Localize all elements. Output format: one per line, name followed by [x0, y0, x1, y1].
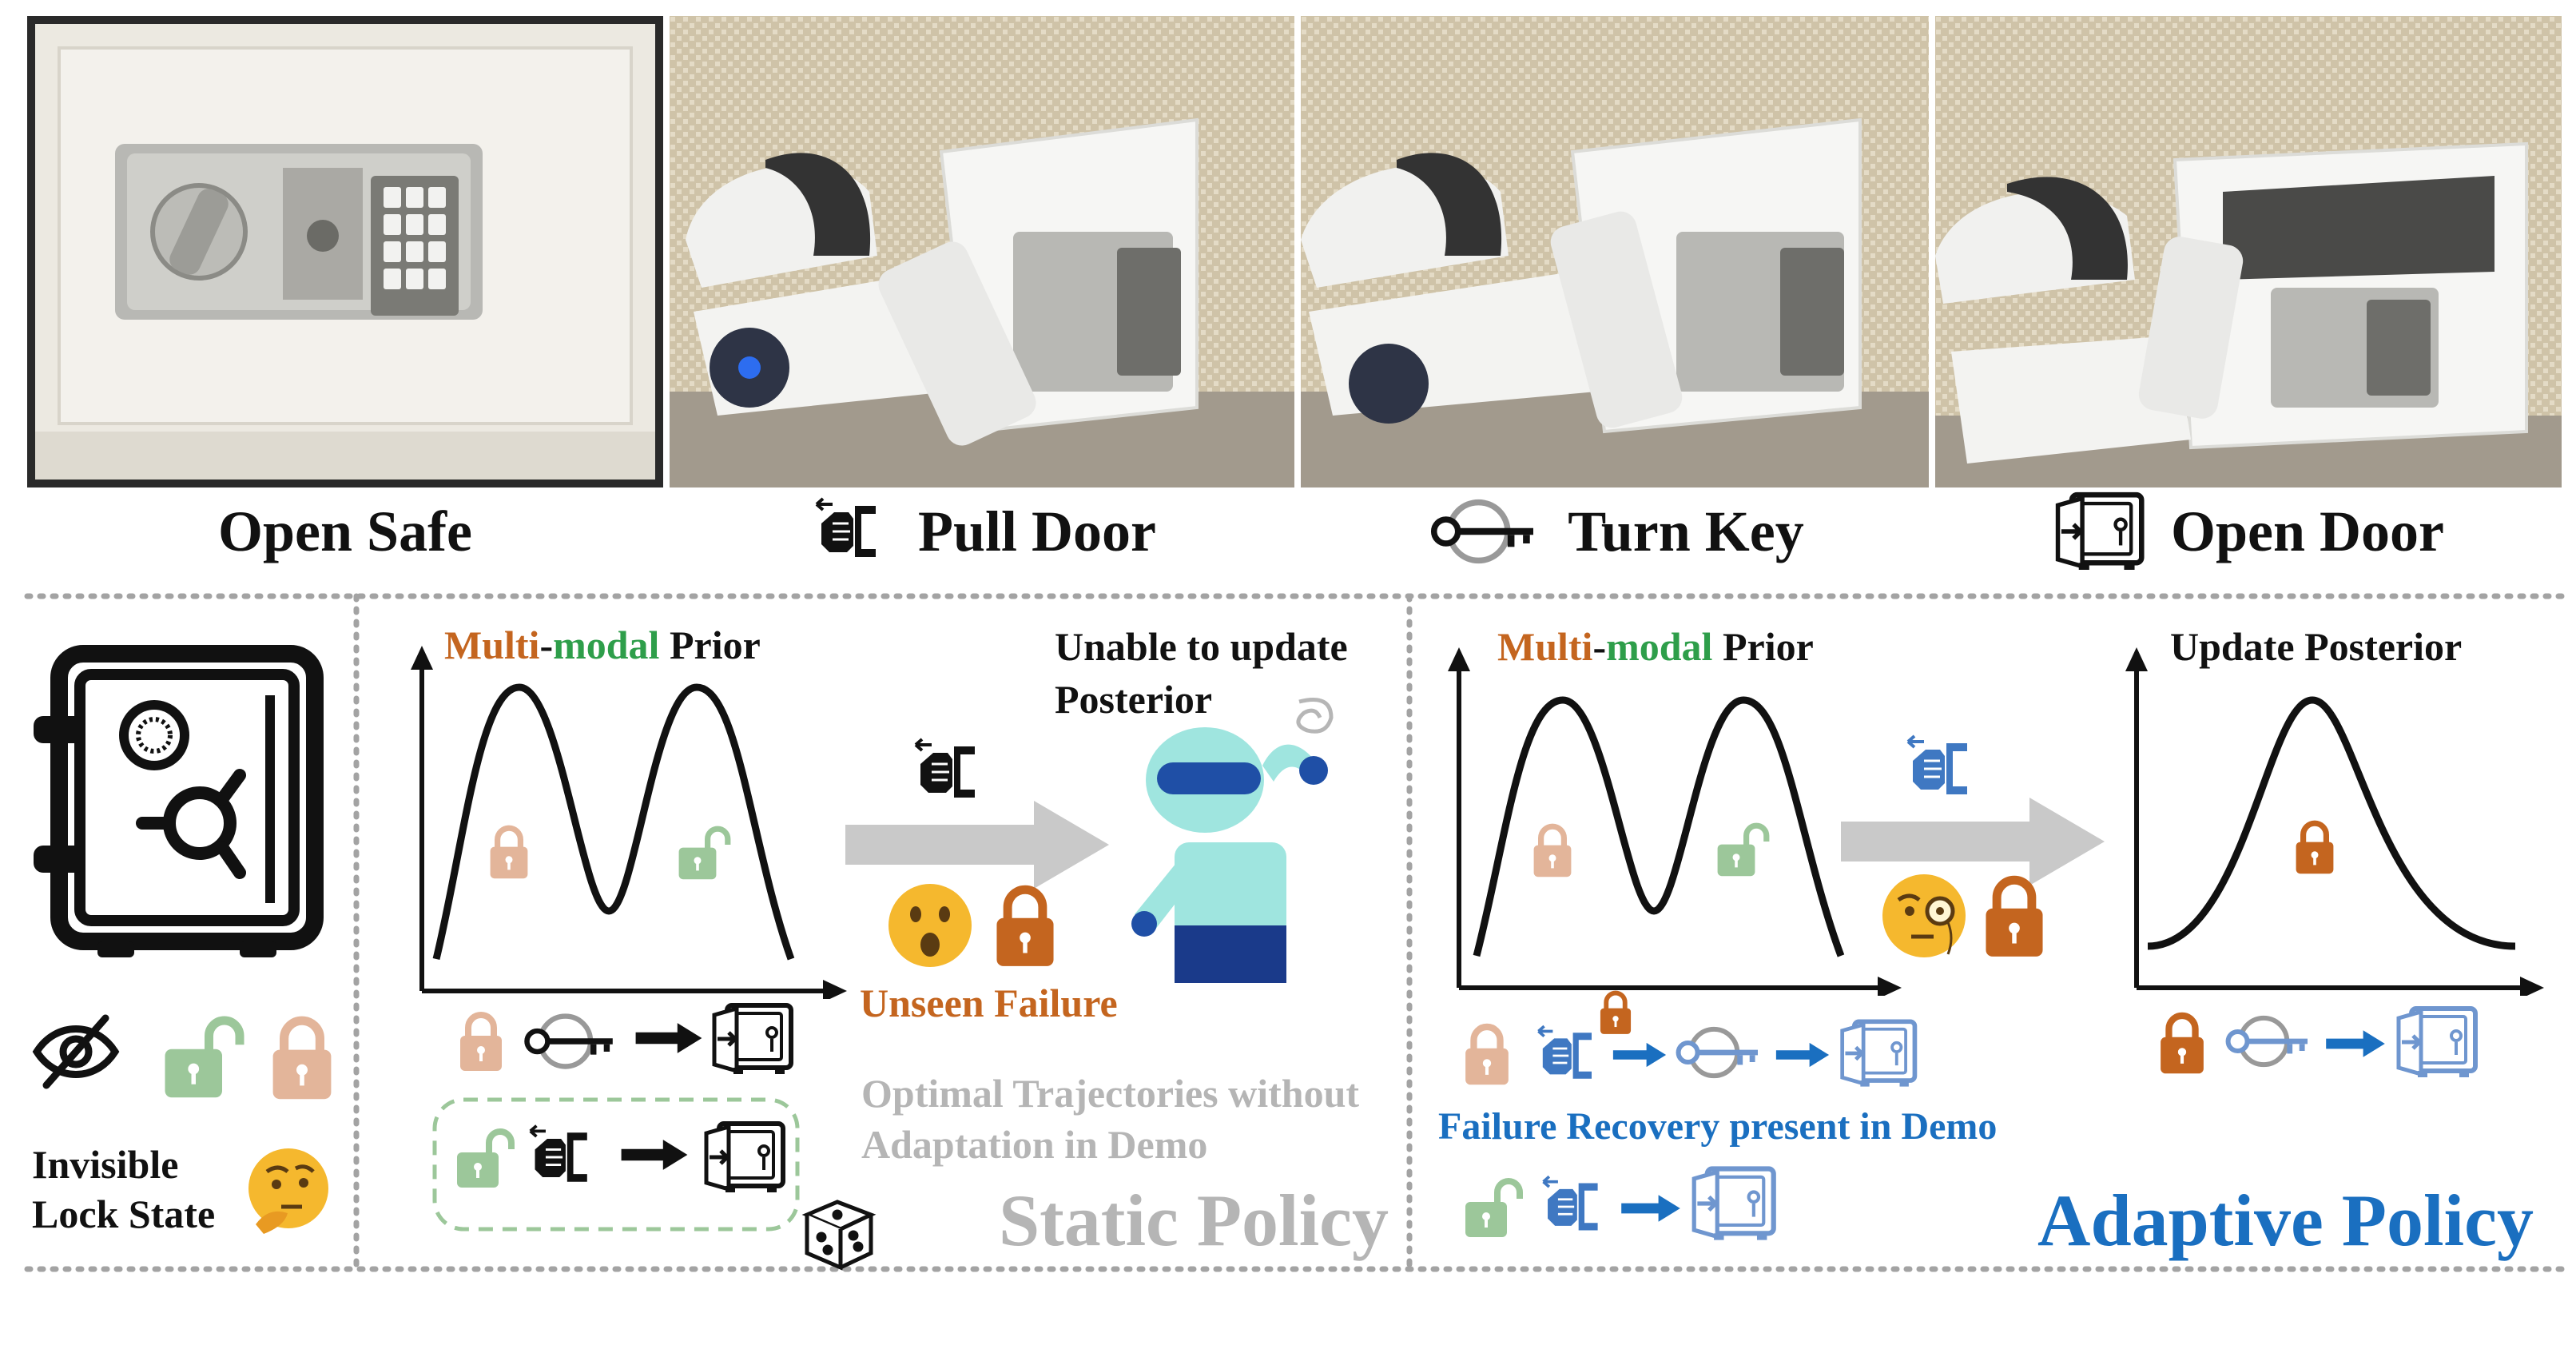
surprised-face-icon [888, 884, 972, 967]
adaptive-gray-arrow [1841, 798, 2105, 885]
adaptive-lock-closed-icon [1982, 871, 2047, 959]
caption-open-safe: Open Safe [27, 491, 663, 571]
adaptive-policy-label: Adaptive Policy [2037, 1180, 2534, 1261]
lock-open-green-icon [157, 1012, 252, 1100]
static-traj-locked [457, 999, 809, 1087]
safe-icon [34, 645, 324, 957]
static-lock-closed-icon [992, 881, 1058, 969]
photo-turn-key [1301, 16, 1929, 487]
static-prior-plot [411, 646, 847, 999]
static-policy-label: Static Policy [999, 1180, 1389, 1261]
photo-open-safe [27, 16, 663, 487]
adaptive-traj-locked [1462, 988, 1958, 1092]
caption-turn-key: Turn Key [1301, 491, 1929, 571]
adaptive-pull-hand-icon [1903, 729, 1983, 809]
thinking-face-icon [248, 1148, 328, 1234]
lock-closed-peach-icon [268, 1012, 336, 1101]
caption-open-door-text: Open Door [2171, 499, 2444, 563]
caption-turn-key-text: Turn Key [1568, 499, 1804, 563]
photo-pull-door [670, 16, 1294, 487]
optimal-trajectories-label: Optimal Trajectories without Adaptation … [861, 1071, 1360, 1167]
adaptive-prior-title: Multi-modal Prior [1497, 624, 1814, 669]
failure-recovery-label: Failure Recovery present in Demo [1438, 1105, 1998, 1148]
caption-pull-door-text: Pull Door [918, 499, 1156, 563]
posterior-plot [2125, 647, 2544, 996]
unseen-failure-label: Unseen Failure [860, 981, 1118, 1025]
posterior-traj [2157, 999, 2493, 1087]
adaptive-prior-plot [1448, 647, 1902, 996]
confused-robot-icon [1131, 698, 1334, 983]
static-gray-arrow [845, 801, 1109, 889]
invisible-lock-state-label: Invisible Lock State [32, 1142, 216, 1236]
static-pull-hand-icon [911, 732, 991, 812]
photo-open-door [1935, 16, 2562, 487]
update-posterior-title: Update Posterior [2170, 624, 2463, 669]
caption-open-safe-text: Open Safe [217, 499, 473, 563]
unable-update-posterior: Unable to update Posterior [1055, 624, 1348, 722]
static-prior-title: Multi-modal Prior [444, 623, 761, 667]
static-traj-unlocked-box [432, 1097, 877, 1271]
adaptive-traj-unlocked [1462, 1157, 1798, 1253]
eye-slash-icon [32, 1014, 120, 1089]
monocle-face-icon [1882, 874, 1966, 957]
caption-pull-door: Pull Door [670, 491, 1294, 571]
caption-open-door: Open Door [1935, 491, 2562, 571]
